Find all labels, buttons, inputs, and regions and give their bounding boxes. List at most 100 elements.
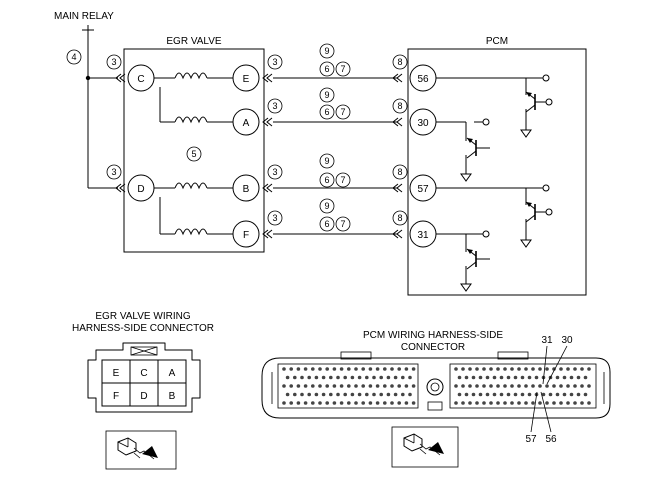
connector-pin-cavity [354, 384, 358, 388]
connector-pin-cavity [569, 375, 574, 380]
connector-pin-cavity [573, 401, 577, 405]
connector-pin-cavity [307, 392, 312, 397]
connector-pin-cavity [485, 375, 490, 380]
connector-pin-cavity [454, 367, 458, 371]
connector-pin-cavity [289, 401, 294, 405]
svg-text:F: F [113, 391, 119, 402]
connector-pin-cavity [411, 401, 416, 405]
connector-pin-cavity [524, 401, 528, 405]
harness-wire-f-31 [262, 229, 403, 239]
connector-pin-cavity [538, 384, 542, 388]
connector-pin-cavity [329, 392, 333, 397]
svg-text:3: 3 [272, 101, 277, 111]
connector-pin-cavity [336, 392, 340, 397]
connector-pin-cavity [482, 367, 486, 371]
connector-pin-cavity [357, 392, 362, 397]
svg-text:6: 6 [324, 107, 329, 117]
connector-pin-cavity [587, 384, 591, 388]
connector-pin-cavity [517, 401, 521, 405]
connector-pin-cavity [390, 384, 394, 388]
connector-pin-cavity [559, 384, 563, 388]
connector-pin-cavity [397, 384, 402, 388]
connector-pin-cavity [296, 401, 301, 405]
connector-pin-cavity [566, 367, 570, 371]
egr-coil-df [159, 197, 233, 235]
connector-pin-cavity [587, 401, 591, 405]
connector-pin-cavity [386, 392, 391, 397]
harness-wire-a-30 [262, 117, 403, 127]
pcm-pin-30: 30 [409, 108, 437, 136]
connector-pin-cavity [379, 392, 384, 397]
svg-text:3: 3 [272, 57, 277, 67]
connector-pin-cavity [393, 392, 398, 397]
connector-pin-cavity [300, 375, 304, 380]
svg-text:3: 3 [272, 213, 277, 223]
connector-pin-cavity [293, 392, 297, 397]
connector-pin-cavity [527, 375, 532, 380]
connector-pin-cavity [390, 401, 394, 405]
connector-pin-cavity [289, 384, 294, 388]
connector-pin-cavity [468, 384, 472, 388]
connector-pin-cavity [296, 367, 301, 371]
connector-pin-cavity [555, 375, 560, 380]
svg-text:8: 8 [397, 167, 402, 177]
connector-pin-cavity [285, 375, 290, 380]
pcm-connector-label-57: 57 [525, 434, 537, 445]
svg-text:4: 4 [71, 52, 76, 62]
connector-pin-cavity [531, 384, 535, 388]
connector-pin-cavity [404, 401, 409, 405]
connector-pin-cavity [383, 367, 387, 371]
connector-pin-cavity [339, 384, 344, 388]
connector-pin-cavity [285, 392, 290, 397]
connector-pin-cavity [314, 375, 319, 380]
egr-pin-f: F [232, 220, 260, 248]
connector-pin-cavity [303, 367, 308, 371]
connector-pin-cavity [583, 375, 588, 380]
pcm-driver-56 [436, 74, 553, 138]
connector-pin-cavity [457, 392, 462, 397]
connector-pin-cavity [531, 401, 535, 405]
connector-pin-cavity [513, 392, 518, 397]
connector-pin-cavity [461, 367, 465, 371]
connector-pin-cavity [534, 375, 539, 380]
svg-text:8: 8 [397, 101, 402, 111]
connector-pin-cavity [573, 384, 577, 388]
connector-pin-cavity [580, 401, 584, 405]
connector-pin-cavity [541, 392, 546, 397]
connector-pin-cavity [464, 375, 469, 380]
connector-pin-cavity [499, 392, 504, 397]
connector-pin-cavity [404, 367, 409, 371]
egr-pin-d: D [127, 174, 155, 202]
connector-pin-cavity [471, 392, 476, 397]
connector-pin-cavity [307, 375, 312, 380]
pcm-connector-title-1: PCM WIRING HARNESS-SIDE [363, 330, 503, 341]
connector-pin-cavity [408, 392, 412, 397]
connector-pin-cavity [282, 401, 286, 405]
main-relay-label: MAIN RELAY [54, 11, 114, 22]
connector-pin-cavity [368, 384, 373, 388]
connector-pin-cavity [503, 401, 507, 405]
connector-pin-cavity [401, 375, 405, 380]
connector-pin-cavity [383, 401, 387, 405]
connector-pin-cavity [411, 367, 416, 371]
svg-text:6: 6 [324, 219, 329, 229]
connector-pin-cavity [552, 401, 556, 405]
connector-pin-cavity [461, 401, 465, 405]
connector-pin-cavity [357, 375, 362, 380]
pcm-label: PCM [486, 36, 508, 47]
connector-pin-cavity [289, 367, 294, 371]
svg-text:7: 7 [340, 175, 345, 185]
pcm-connector-label-31: 31 [541, 335, 553, 346]
egr-connector-face: E C A F D B [87, 342, 201, 413]
connector-pin-cavity [311, 384, 315, 388]
egr-connector-title-1: EGR VALVE WIRING [95, 311, 190, 322]
connector-pin-cavity [475, 401, 479, 405]
connector-pin-cavity [411, 384, 416, 388]
connector-pin-cavity [573, 367, 577, 371]
connector-pin-cavity [576, 375, 581, 380]
svg-text:E: E [113, 368, 120, 379]
circled-number-3: 3 [106, 54, 122, 70]
connector-pin-cavity [461, 384, 465, 388]
connector-pin-cavity [559, 401, 563, 405]
